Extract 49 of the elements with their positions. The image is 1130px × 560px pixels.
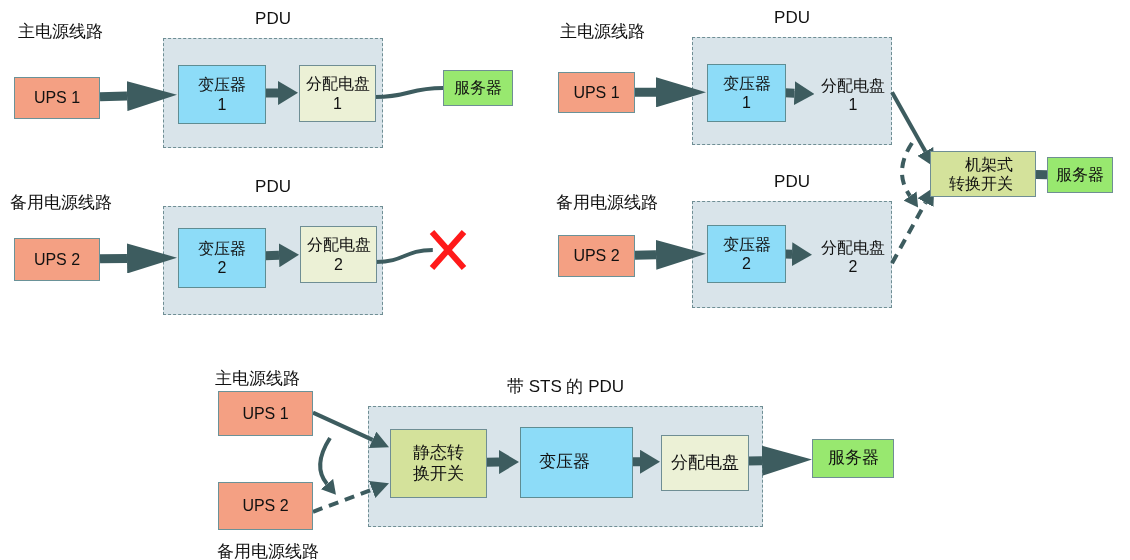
transfer-switch-box: 静态转换开关 [390, 429, 487, 498]
arrow [312, 481, 389, 514]
arrow [99, 81, 177, 112]
distribution-panel-box: 分配电盘 [661, 435, 749, 491]
ups-box: UPS 1 [218, 391, 313, 436]
arrow [635, 77, 706, 108]
transformer-box: 变压器 1 [707, 64, 786, 122]
server-box: 服务器 [812, 439, 894, 478]
arrow [784, 81, 815, 106]
ups-box: UPS 1 [558, 72, 635, 113]
connector-line [1035, 170, 1048, 180]
arrow [632, 449, 660, 474]
server-box: 服务器 [1047, 157, 1113, 193]
transformer-box: 变压器 [520, 427, 633, 498]
ups-box: UPS 2 [14, 238, 100, 281]
distribution-panel-box: 分配电盘 1 [299, 65, 376, 122]
arrow [264, 243, 299, 268]
arrow [634, 239, 706, 270]
ups-box: UPS 2 [218, 482, 313, 530]
power-line-label: 备用电源线路 [10, 192, 112, 214]
transformer-box: 变压器 2 [707, 225, 786, 283]
pdu-title: 带 STS 的 PDU [505, 377, 626, 398]
pdu-title: PDU [773, 172, 811, 193]
pdu-title: PDU [254, 177, 292, 198]
arrow [485, 450, 519, 475]
server-box: 服务器 [443, 70, 513, 106]
pdu-title: PDU [773, 8, 811, 29]
arrow [747, 445, 812, 476]
transfer-switch-box: 机架式转换开关 [930, 151, 1036, 197]
arrow [312, 410, 389, 449]
arrow [784, 242, 812, 267]
pdu-title: PDU [254, 9, 292, 30]
power-line-label: 备用电源线路 [217, 541, 319, 560]
distribution-panel-box: 分配电盘 2 [300, 226, 377, 283]
distribution-panel-label: 分配电盘 1 [813, 77, 893, 113]
transformer-box: 变压器 2 [178, 228, 266, 288]
power-line-label: 备用电源线路 [556, 192, 658, 214]
arrow [99, 243, 177, 274]
power-line-label: 主电源线路 [18, 21, 103, 43]
cross-mark [428, 228, 468, 272]
transformer-box: 变压器 1 [178, 65, 266, 124]
connector-line [374, 86, 444, 100]
connector-line [375, 248, 433, 265]
distribution-panel-label: 分配电盘 2 [813, 239, 893, 275]
power-line-label: 主电源线路 [215, 368, 300, 390]
power-line-label: 主电源线路 [560, 21, 645, 43]
ups-box: UPS 1 [14, 77, 100, 119]
arrow [264, 81, 298, 105]
ups-box: UPS 2 [558, 235, 635, 277]
